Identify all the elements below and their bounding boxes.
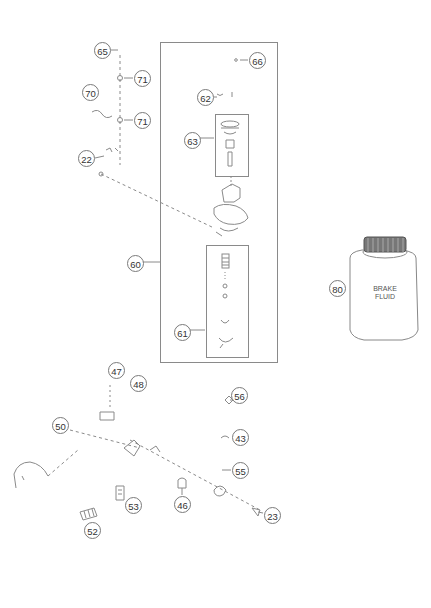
callout-number: 56 (231, 387, 248, 404)
callout-number: 63 (184, 132, 201, 149)
part-group-box: 606361 (160, 42, 278, 363)
callout-number: 70 (82, 84, 99, 101)
callout-number: 65 (94, 42, 111, 59)
callout-number: 46 (174, 496, 191, 513)
callout-number: 71 (134, 70, 151, 87)
callout-number: 47 (108, 362, 125, 379)
callout-number: 53 (125, 497, 142, 514)
bottle-label: BRAKE FLUID (367, 285, 403, 301)
callout-number: 48 (130, 375, 147, 392)
callout-number: 60 (127, 255, 144, 272)
callout-number: 61 (174, 324, 191, 341)
callout-number: 22 (78, 150, 95, 167)
callout-number: 80 (329, 280, 346, 297)
callout-number: 52 (84, 522, 101, 539)
callout-number: 55 (232, 462, 249, 479)
callout-number: 71 (134, 112, 151, 129)
callout-number: 23 (264, 507, 281, 524)
callout-number: 43 (232, 429, 249, 446)
callout-number: 50 (52, 417, 69, 434)
callout-number: 66 (249, 52, 266, 69)
part-group-box: 63 (215, 114, 249, 177)
callout-number: 62 (197, 89, 214, 106)
part-group-box: 61 (206, 245, 249, 358)
